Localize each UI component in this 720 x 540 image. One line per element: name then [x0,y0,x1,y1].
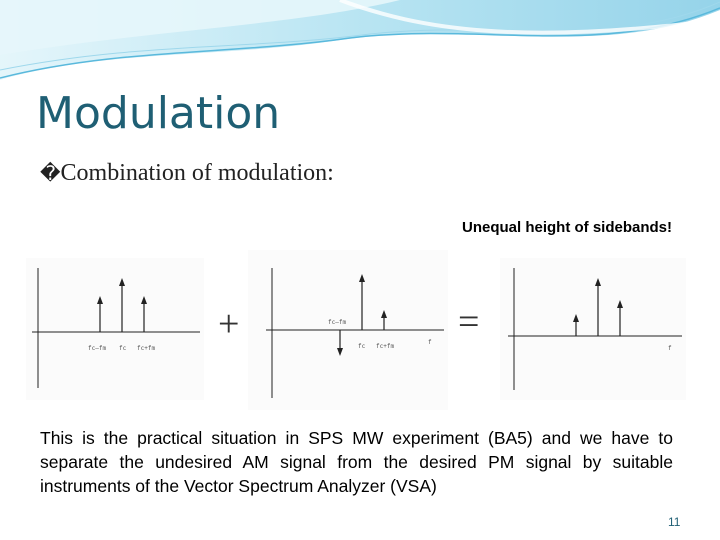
bullet-point: �Combination of modulation: [40,160,334,187]
result-sideband-lower [573,314,579,336]
result-axis-label: f [668,345,672,352]
page-title: Modulation [36,88,281,139]
sideband-note: Unequal height of sidebands! [462,219,673,236]
am-spectrum-figure: fc–fm fc fc+fm [26,258,204,400]
pm-carrier [359,274,365,330]
bullet-text: Combination of modulation: [60,160,334,186]
result-spectrum-figure: f [500,258,686,400]
plus-operator: + [218,303,240,345]
pm-sideband-lower [337,330,343,356]
pm-label-carrier: fc [358,343,366,350]
bullet-icon: � [40,161,61,185]
pm-axis-label: f [428,339,432,346]
am-label-lower: fc–fm [88,345,106,352]
result-carrier [595,278,601,336]
am-label-upper: fc+fm [137,345,155,352]
pm-sideband-upper [381,310,387,330]
am-carrier [119,278,125,332]
pm-label-upper: fc+fm [376,343,394,350]
am-label-carrier: fc [119,345,127,352]
header-wave-decoration [0,0,720,80]
result-sideband-upper [617,300,623,336]
equals-operator: = [458,301,480,343]
am-sideband-lower [97,296,103,332]
body-paragraph: This is the practical situation in SPS M… [40,428,673,496]
pm-label-lower: fc–fm [328,319,346,326]
pm-spectrum-figure: fc–fm fc fc+fm f [248,250,448,410]
am-sideband-upper [141,296,147,332]
page-number: 11 [668,515,681,529]
